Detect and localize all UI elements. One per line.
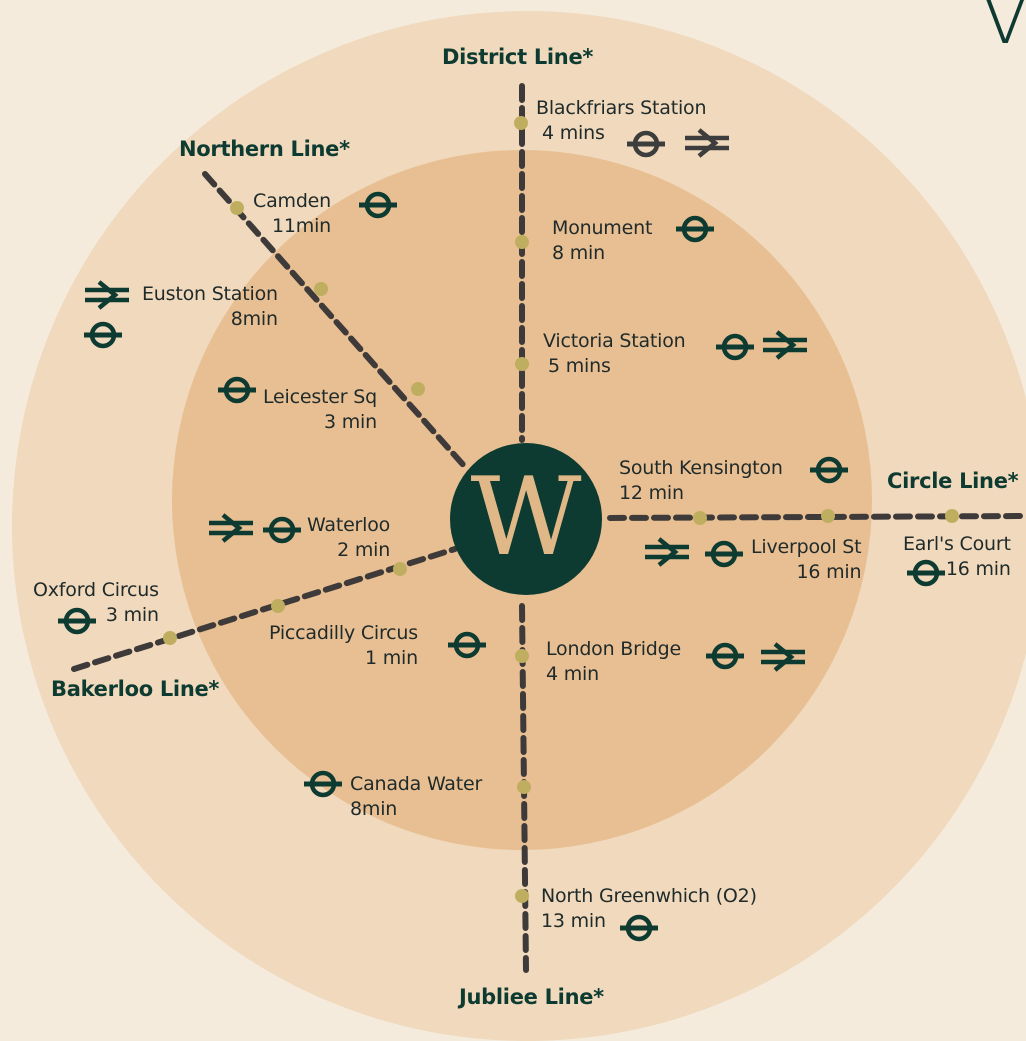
stop-dot [314, 282, 328, 296]
station-time: 2 min [337, 539, 391, 561]
underground-roundel-icon [716, 333, 754, 361]
station-euston: Euston Station 8min [142, 282, 278, 332]
underground-roundel-icon [218, 376, 256, 404]
circle-line-label: Circle Line* [887, 469, 1019, 493]
national-rail-icon [761, 642, 805, 672]
underground-roundel-icon [84, 321, 122, 349]
national-rail-icon [685, 128, 729, 158]
station-oxford-circus: Oxford Circus 3 min [33, 578, 159, 628]
station-name: North Greenwhich (O2) [541, 885, 757, 907]
station-name: South Kensington [619, 457, 783, 479]
underground-roundel-icon [907, 559, 945, 587]
underground-roundel-icon [359, 191, 397, 219]
station-time: 8min [230, 308, 278, 330]
station-earls-court: Earl's Court 16 min [903, 532, 1011, 582]
stop-dot [517, 780, 531, 794]
station-victoria: Victoria Station 5 mins [543, 329, 686, 379]
station-time: 12 min [619, 482, 684, 504]
station-time: 3 min [105, 604, 159, 626]
station-canada-water: Canada Water 8min [350, 772, 482, 822]
station-name: London Bridge [546, 638, 682, 660]
station-south-kensington: South Kensington 12 min [619, 456, 783, 506]
underground-roundel-icon [448, 631, 486, 659]
stop-dot [271, 599, 285, 613]
station-time: 8 min [552, 242, 605, 264]
bakerloo-line-route [71, 546, 458, 672]
stop-dot [515, 649, 529, 663]
station-name: Victoria Station [543, 330, 686, 352]
bakerloo-line-label: Bakerloo Line* [51, 677, 220, 701]
station-time: 8min [350, 798, 398, 820]
stop-dot [514, 116, 528, 130]
station-name: Blackfriars Station [536, 97, 707, 119]
station-name: Canada Water [350, 773, 483, 795]
underground-roundel-icon [627, 130, 665, 158]
underground-roundel-icon [58, 607, 96, 635]
underground-roundel-icon [810, 456, 848, 484]
station-name: Earl's Court [903, 533, 1011, 555]
station-north-greenwich: North Greenwhich (O2) 13 min [541, 884, 757, 934]
station-name: Piccadilly Circus [269, 622, 418, 644]
underground-roundel-icon [676, 215, 714, 243]
station-name: Oxford Circus [33, 579, 159, 601]
station-name: Monument [552, 217, 653, 239]
underground-roundel-icon [620, 914, 658, 942]
stop-dot [945, 509, 959, 523]
station-blackfriars: Blackfriars Station 4 mins [536, 96, 707, 146]
stop-dot [393, 562, 407, 576]
stop-dot [411, 382, 425, 396]
underground-roundel-icon [705, 540, 743, 568]
corner-letter: V [978, 0, 1026, 62]
station-name: Leicester Sq [263, 386, 377, 408]
hub-logo: W [450, 443, 602, 595]
national-rail-icon [85, 280, 129, 310]
northern-line-label: Northern Line* [179, 137, 350, 161]
station-name: Liverpool St [751, 536, 862, 558]
station-time: 11min [272, 215, 332, 237]
station-waterloo: Waterloo 2 min [307, 513, 390, 563]
hub-logo-letter: W [470, 455, 582, 580]
station-leicester-sq: Leicester Sq 3 min [263, 385, 377, 435]
station-time: 4 min [546, 663, 599, 685]
station-liverpool-st: Liverpool St 16 min [751, 535, 862, 585]
station-time: 5 mins [548, 355, 611, 377]
district-line-label: District Line* [442, 45, 594, 69]
circle-line-route [607, 513, 1026, 521]
stop-dot [230, 201, 244, 215]
jubilee-line-label: Jubliee Line* [459, 985, 604, 1009]
station-name: Camden [253, 190, 332, 212]
national-rail-icon [763, 330, 807, 360]
station-time: 1 min [365, 647, 418, 669]
station-time: 13 min [541, 910, 606, 932]
station-name: Euston Station [142, 283, 278, 305]
stop-dot [163, 631, 177, 645]
underground-roundel-icon [706, 642, 744, 670]
stop-dot [821, 509, 835, 523]
station-time: 3 min [324, 411, 377, 433]
stop-dot [515, 357, 529, 371]
stop-dot [515, 889, 529, 903]
stop-dot [515, 235, 529, 249]
station-time: 4 mins [542, 122, 605, 144]
station-time: 16 min [796, 561, 862, 583]
national-rail-icon [645, 537, 689, 567]
station-camden: Camden 11min [253, 189, 331, 239]
station-monument: Monument 8 min [552, 216, 652, 266]
station-time: 16 min [945, 558, 1011, 580]
station-name: Waterloo [307, 514, 391, 536]
underground-roundel-icon [263, 516, 301, 544]
station-piccadilly-circus: Piccadilly Circus 1 min [269, 621, 418, 671]
underground-roundel-icon [304, 770, 342, 798]
stop-dot [693, 511, 707, 525]
northern-line-route [202, 171, 469, 471]
national-rail-icon [209, 513, 253, 543]
station-london-bridge: London Bridge 4 min [546, 637, 681, 687]
